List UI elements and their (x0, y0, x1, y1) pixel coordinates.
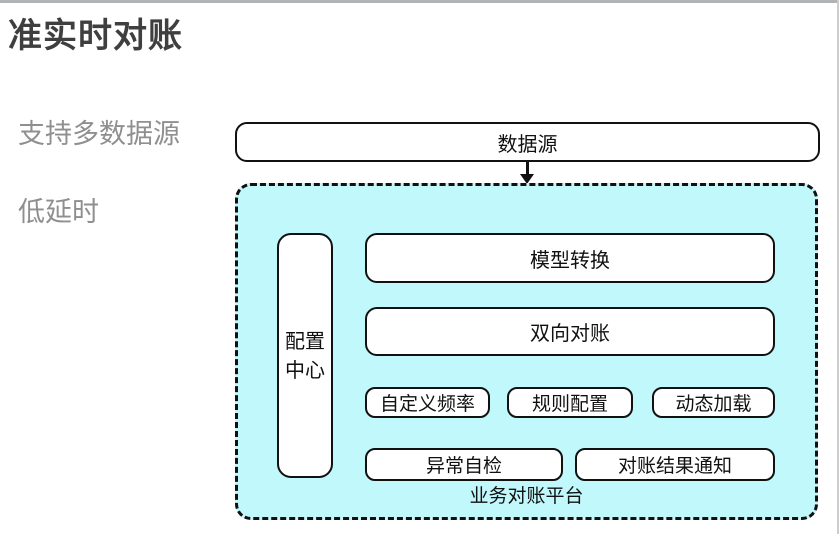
platform-label: 业务对账平台 (469, 485, 584, 507)
side-label-low-latency: 低延时 (18, 197, 99, 228)
reconciliation-result-notify-box: 对账结果通知 (575, 448, 775, 481)
config-center-box: 配置中心 (277, 233, 333, 478)
rule-config-box: 规则配置 (507, 387, 633, 418)
bidirectional-reconciliation-box: 双向对账 (365, 307, 775, 356)
dynamic-loading-box: 动态加载 (652, 387, 775, 418)
data-source-box: 数据源 (235, 122, 820, 162)
model-transform-box: 模型转换 (365, 233, 775, 283)
exception-selfcheck-box: 异常自检 (365, 448, 563, 481)
down-arrow-icon (520, 174, 534, 184)
down-arrow-line (526, 162, 529, 175)
custom-frequency-box: 自定义频率 (365, 387, 490, 418)
right-frame-line (837, 0, 839, 534)
side-label-multi-datasource: 支持多数据源 (18, 119, 180, 150)
business-reconciliation-platform: 配置中心 模型转换 双向对账 自定义频率 规则配置 动态加载 异常自检 对账结果… (235, 183, 818, 520)
top-frame-line (0, 0, 839, 3)
page-title: 准实时对账 (8, 16, 183, 56)
